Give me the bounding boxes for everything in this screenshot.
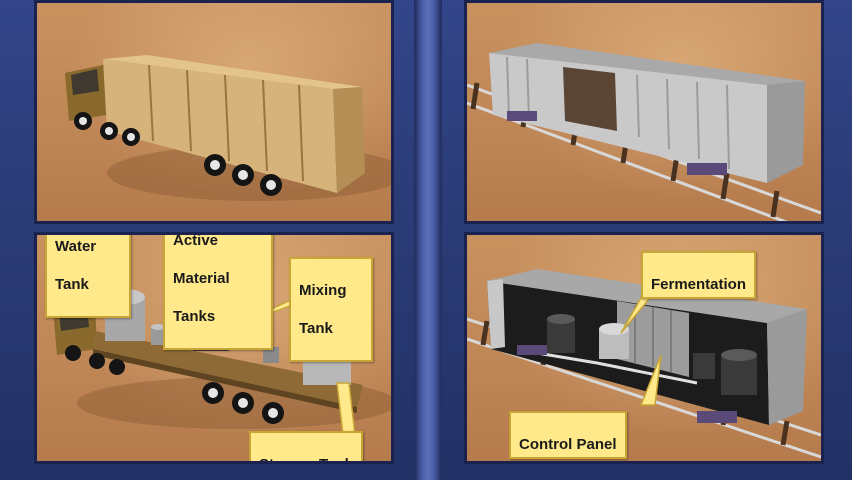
storage-tank-callout: Storage Tank	[249, 431, 363, 461]
center-divider	[414, 0, 442, 480]
fermentation-callout: Fermentation	[641, 251, 757, 299]
active-material-callout: Active Material Tanks	[163, 232, 273, 350]
panel-truck-open: Water Tank Active Material Tanks Mixing …	[34, 232, 394, 464]
active-material-label-line3: Tanks	[173, 308, 216, 325]
boxcar-illustration	[467, 43, 821, 221]
panel-boxcar-closed	[464, 0, 824, 224]
mixing-tank-label-line2: Tank	[299, 320, 333, 337]
mixing-tank-label-line1: Mixing	[299, 282, 347, 299]
water-tank-label-line2: Tank	[55, 276, 89, 293]
control-panel-callout: Control Panel	[509, 411, 627, 459]
active-material-label-line1: Active	[173, 232, 219, 249]
water-tank-callout: Water Tank	[45, 235, 131, 318]
panel-truck-covered	[34, 0, 394, 224]
covered-truck-illustration	[65, 55, 391, 201]
mixing-tank-callout: Mixing Tank	[289, 257, 373, 362]
panel-boxcar-open: Fermentation Control Panel	[464, 232, 824, 464]
control-panel-label: Control Panel	[519, 436, 617, 453]
water-tank-label-line1: Water	[55, 238, 97, 255]
active-material-label-line2: Material	[173, 270, 230, 287]
fermentation-label: Fermentation	[651, 276, 747, 293]
storage-tank-label: Storage Tank	[259, 456, 353, 461]
